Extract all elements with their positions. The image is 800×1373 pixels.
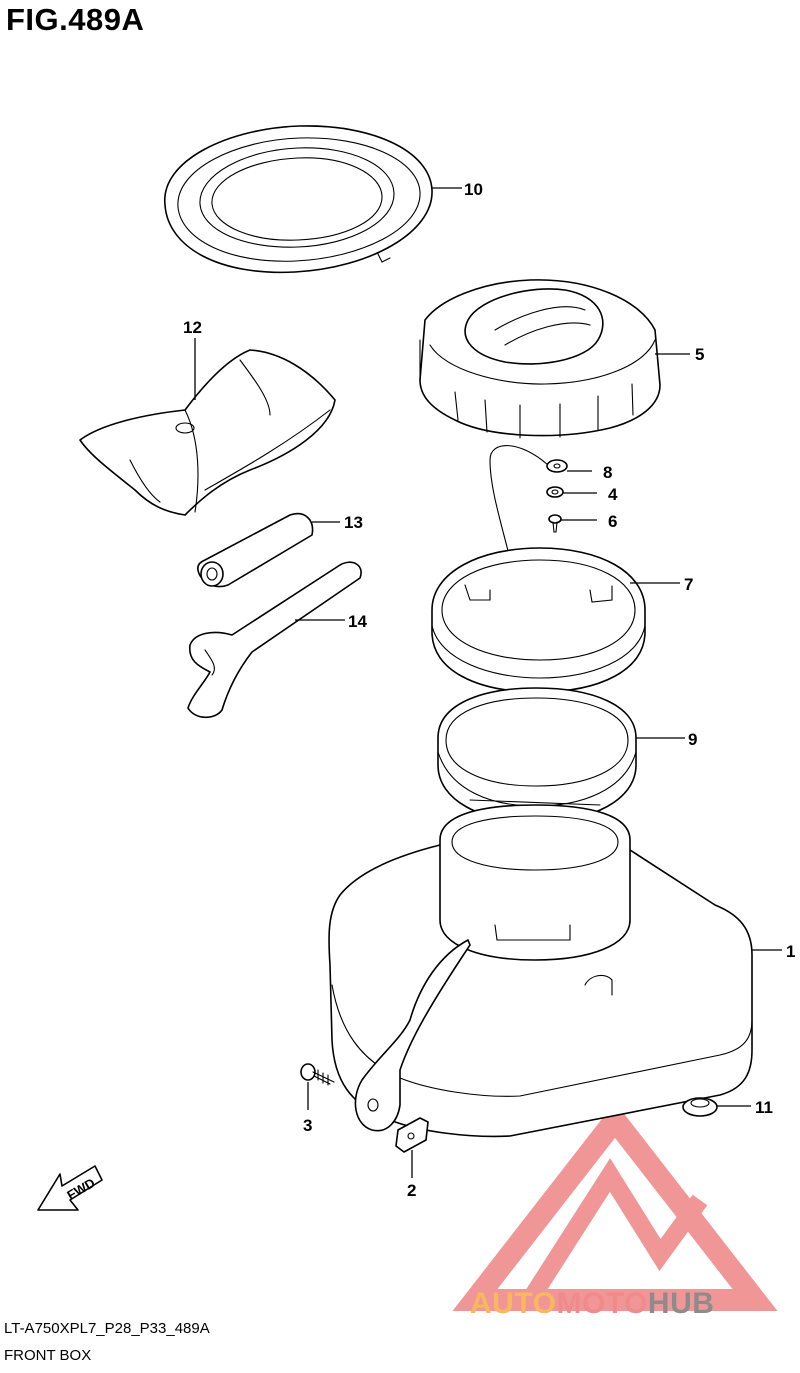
figure-title: FIG.489A bbox=[6, 2, 145, 37]
part-11-grommet bbox=[682, 1097, 718, 1117]
callout-14: 14 bbox=[348, 612, 367, 631]
watermark-text: AUTOMOTOHUB bbox=[470, 1287, 714, 1321]
part-2-clip-nut bbox=[395, 1117, 429, 1153]
part-14-wrench bbox=[187, 561, 362, 719]
callout-3: 3 bbox=[303, 1116, 312, 1135]
callout-7: 7 bbox=[684, 575, 693, 594]
callout-2: 2 bbox=[407, 1181, 416, 1200]
part-4-washer bbox=[546, 486, 564, 498]
part-9-inner-ring bbox=[437, 687, 637, 823]
part-6-screw bbox=[548, 514, 562, 533]
figure-code: LT-A750XPL7_P28_P33_489A bbox=[4, 1320, 210, 1337]
callout-5: 5 bbox=[695, 345, 704, 364]
callout-labels: 10 12 5 8 4 6 13 7 14 9 1 11 3 2 bbox=[183, 180, 795, 1200]
fwd-arrow: FWD bbox=[37, 1165, 103, 1211]
part-13-socket bbox=[197, 513, 314, 588]
part-7-lock-ring bbox=[431, 547, 646, 693]
part-5-cap bbox=[419, 279, 661, 439]
callout-1: 1 bbox=[786, 942, 795, 961]
callout-4: 4 bbox=[608, 485, 618, 504]
callout-13: 13 bbox=[344, 513, 363, 532]
callout-11: 11 bbox=[755, 1098, 773, 1117]
part-10-gasket bbox=[164, 125, 433, 274]
callout-6: 6 bbox=[608, 512, 617, 531]
callout-12: 12 bbox=[183, 318, 202, 337]
watermark-auto: AUTO bbox=[470, 1287, 557, 1320]
part-8-tether-clip bbox=[546, 459, 568, 473]
part-3-screw bbox=[300, 1063, 335, 1086]
part-1-front-box bbox=[328, 804, 753, 1138]
leader-lines bbox=[194, 187, 782, 1178]
callout-9: 9 bbox=[688, 730, 697, 749]
figure-name: FRONT BOX bbox=[4, 1347, 92, 1364]
watermark-hub: HUB bbox=[647, 1287, 715, 1320]
callout-8: 8 bbox=[603, 463, 612, 482]
watermark-moto: MOTO bbox=[556, 1287, 648, 1320]
part-12-tool-bag bbox=[79, 349, 336, 516]
callout-10: 10 bbox=[464, 180, 483, 199]
watermark-logo bbox=[452, 1102, 778, 1311]
